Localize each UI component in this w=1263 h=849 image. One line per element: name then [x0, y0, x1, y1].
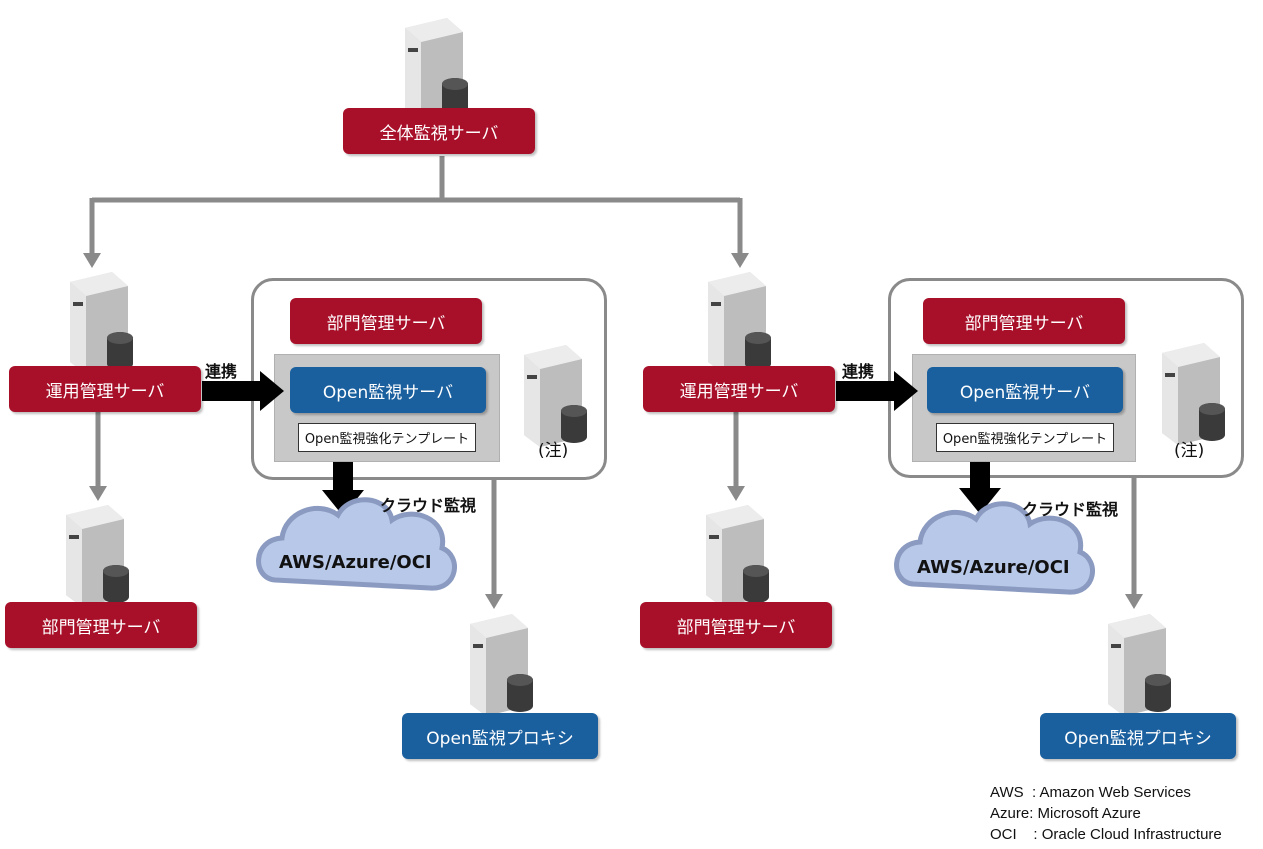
abbreviation-legend: AWS : Amazon Web Services Azure: Microso… — [990, 782, 1222, 845]
legend-row-aws: AWS : Amazon Web Services — [990, 784, 1191, 801]
legend-row-azure: Azure: Microsoft Azure — [990, 805, 1141, 822]
right-note-label: (注) — [1174, 441, 1205, 461]
right-dept-server-label: 部門管理サーバ — [923, 298, 1125, 344]
left-sub-dept-server-icon — [66, 505, 129, 607]
arrow-to-left-proxy — [485, 594, 503, 609]
left-sub-connectors — [95, 412, 1137, 596]
right-template-label: Open監視強化テンプレート — [936, 423, 1114, 452]
arrow-to-right-ops — [731, 253, 749, 268]
top-server-icon — [405, 18, 468, 120]
arrow-to-left-ops — [83, 253, 101, 268]
right-cloud-monitor-label: クラウド監視 — [1022, 500, 1119, 519]
right-link-label: 連携 — [842, 362, 875, 381]
right-proxy-server-icon — [1108, 614, 1171, 716]
left-template-label: Open監視強化テンプレート — [298, 423, 476, 452]
right-ops-server-label: 運用管理サーバ — [643, 366, 835, 412]
left-ops-server-icon — [70, 272, 133, 374]
left-dept-server-label: 部門管理サーバ — [290, 298, 482, 344]
right-ops-server-icon — [708, 272, 771, 374]
arrow-to-left-sub-dept — [89, 486, 107, 501]
left-ops-server-label: 運用管理サーバ — [9, 366, 201, 412]
left-open-monitor-server-label: Open監視サーバ — [290, 367, 486, 413]
left-proxy-label: Open監視プロキシ — [402, 713, 598, 759]
right-open-monitor-server-label: Open監視サーバ — [927, 367, 1123, 413]
left-cloud-monitor-label: クラウド監視 — [380, 496, 477, 515]
left-sub-dept-server-label: 部門管理サーバ — [5, 602, 197, 648]
left-note-label: (注) — [538, 441, 569, 461]
left-link-label: 連携 — [205, 362, 238, 381]
top-monitor-server-label: 全体監視サーバ — [343, 108, 535, 154]
arrow-to-right-sub-dept — [727, 486, 745, 501]
right-sub-dept-server-label: 部門管理サーバ — [640, 602, 832, 648]
top-tree-connector — [89, 156, 743, 255]
right-sub-dept-server-icon — [706, 505, 769, 607]
left-proxy-server-icon — [470, 614, 533, 716]
left-cloud-label: AWS/Azure/OCI — [279, 552, 432, 573]
right-cloud-label: AWS/Azure/OCI — [917, 557, 1070, 578]
legend-row-oci: OCI : Oracle Cloud Infrastructure — [990, 826, 1222, 843]
right-proxy-label: Open監視プロキシ — [1040, 713, 1236, 759]
arrow-to-right-proxy — [1125, 594, 1143, 609]
